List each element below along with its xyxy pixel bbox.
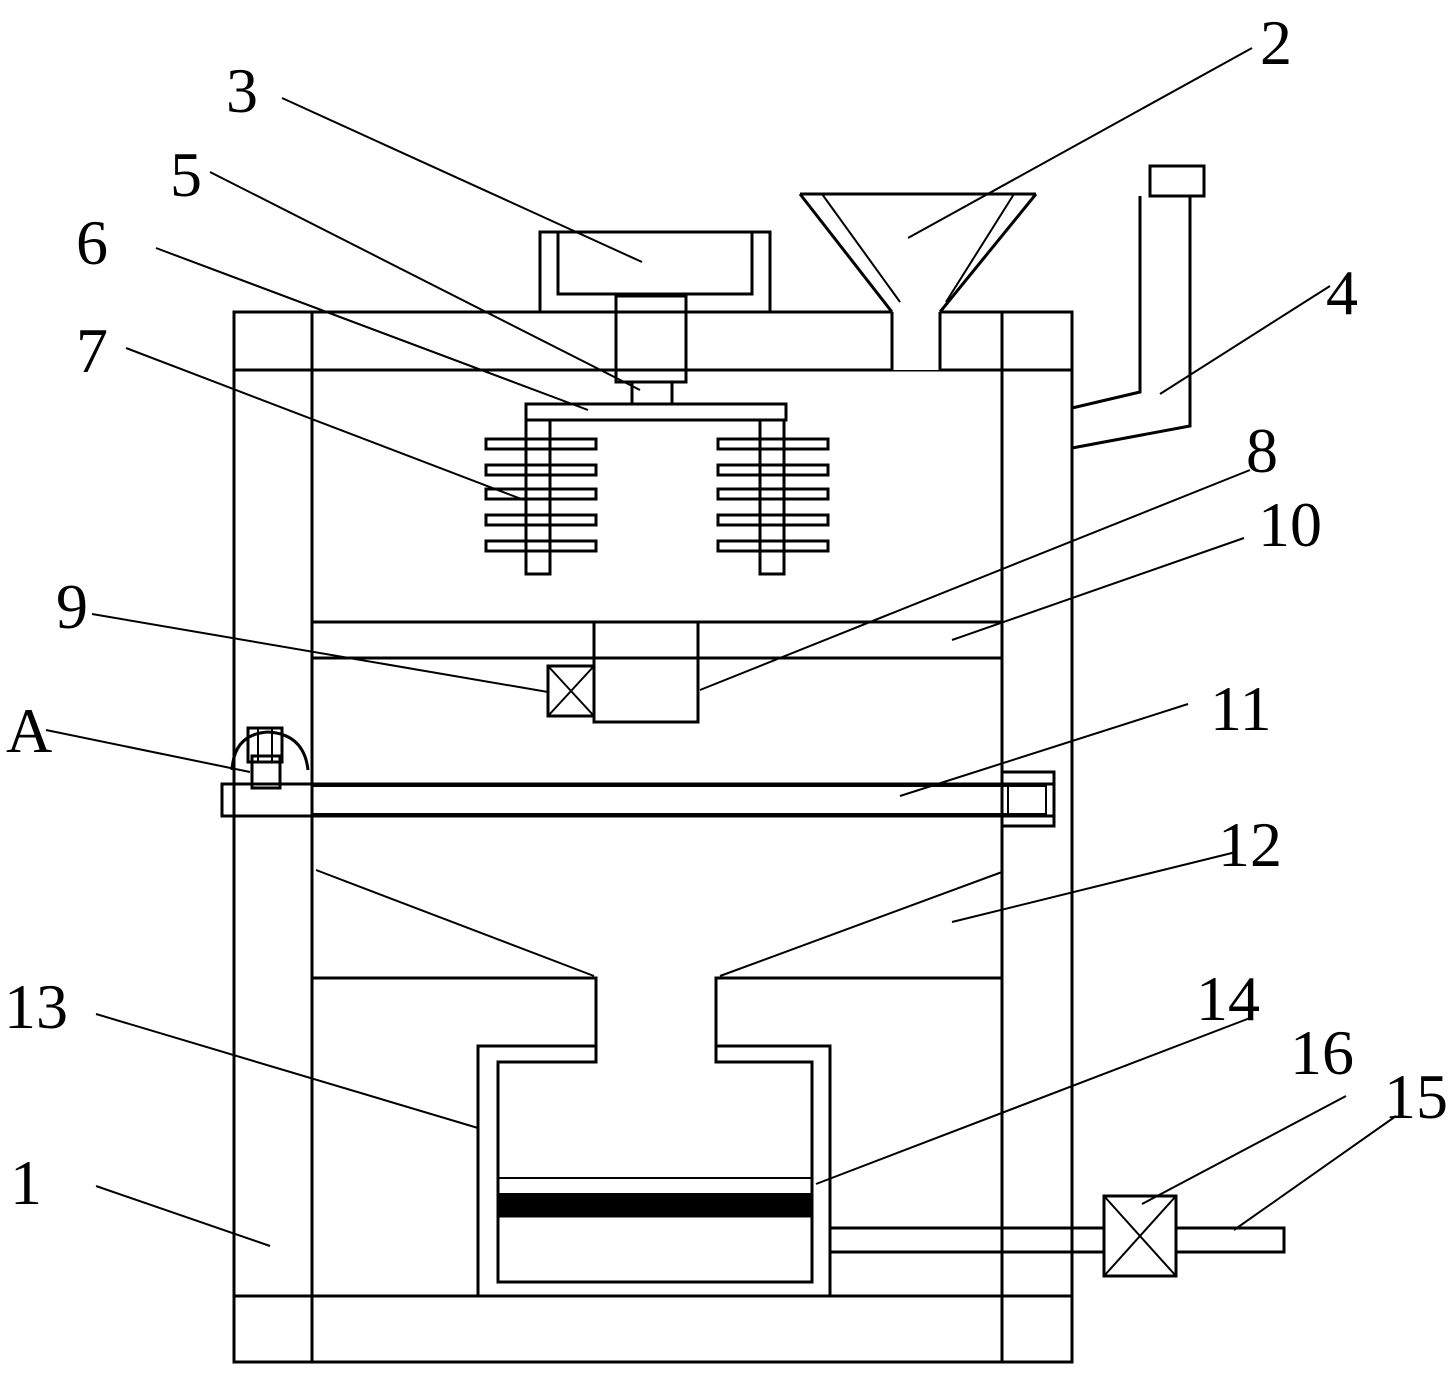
label-3: 3 xyxy=(226,55,258,126)
collection-box xyxy=(476,1044,832,1298)
leader-lines xyxy=(45,47,1397,1247)
label-12: 12 xyxy=(1218,809,1282,880)
label-15: 15 xyxy=(1384,1061,1448,1132)
blade-tine xyxy=(716,539,830,553)
switch xyxy=(546,664,596,718)
label-2: 2 xyxy=(1260,7,1292,78)
label-1: 1 xyxy=(10,1147,42,1218)
label-13: 13 xyxy=(4,971,68,1042)
label-5: 5 xyxy=(170,139,202,210)
stirring-blades xyxy=(484,437,830,553)
drive-shaft xyxy=(630,380,674,406)
filter-layer xyxy=(497,1177,813,1218)
label-8: 8 xyxy=(1246,415,1278,486)
label-7: 7 xyxy=(76,315,108,386)
vibration-block xyxy=(592,620,700,724)
filter-screen xyxy=(220,770,1056,828)
blade-tine xyxy=(716,513,830,527)
blade-tine xyxy=(716,437,830,451)
label-10: 10 xyxy=(1258,489,1322,560)
blade-tine xyxy=(484,539,598,553)
label-11: 11 xyxy=(1210,673,1272,744)
feed-hopper xyxy=(798,192,1038,370)
label-6: 6 xyxy=(76,207,108,278)
label-a: A xyxy=(6,695,52,766)
collection-funnel xyxy=(312,976,1002,1046)
blade-tine xyxy=(484,463,598,477)
blade-tine xyxy=(484,487,598,501)
label-16: 16 xyxy=(1290,1017,1354,1088)
part-labels: 3 2 5 6 7 4 8 10 9 A 11 12 13 14 16 15 1 xyxy=(4,7,1448,1218)
latch-detail-a xyxy=(230,726,310,790)
blade-tine xyxy=(484,437,598,451)
blade-tine xyxy=(716,463,830,477)
blade-tine xyxy=(484,513,598,527)
mounting-plate xyxy=(312,620,1002,660)
drain-pipe xyxy=(830,1226,1286,1254)
drain-valve xyxy=(1102,1194,1178,1278)
label-4: 4 xyxy=(1326,257,1358,328)
label-9: 9 xyxy=(56,571,88,642)
blade-tine xyxy=(716,487,830,501)
stirring-frame xyxy=(524,402,788,576)
motor-housing xyxy=(538,230,772,314)
exhaust-pipe xyxy=(1071,164,1206,450)
label-14: 14 xyxy=(1196,963,1260,1034)
